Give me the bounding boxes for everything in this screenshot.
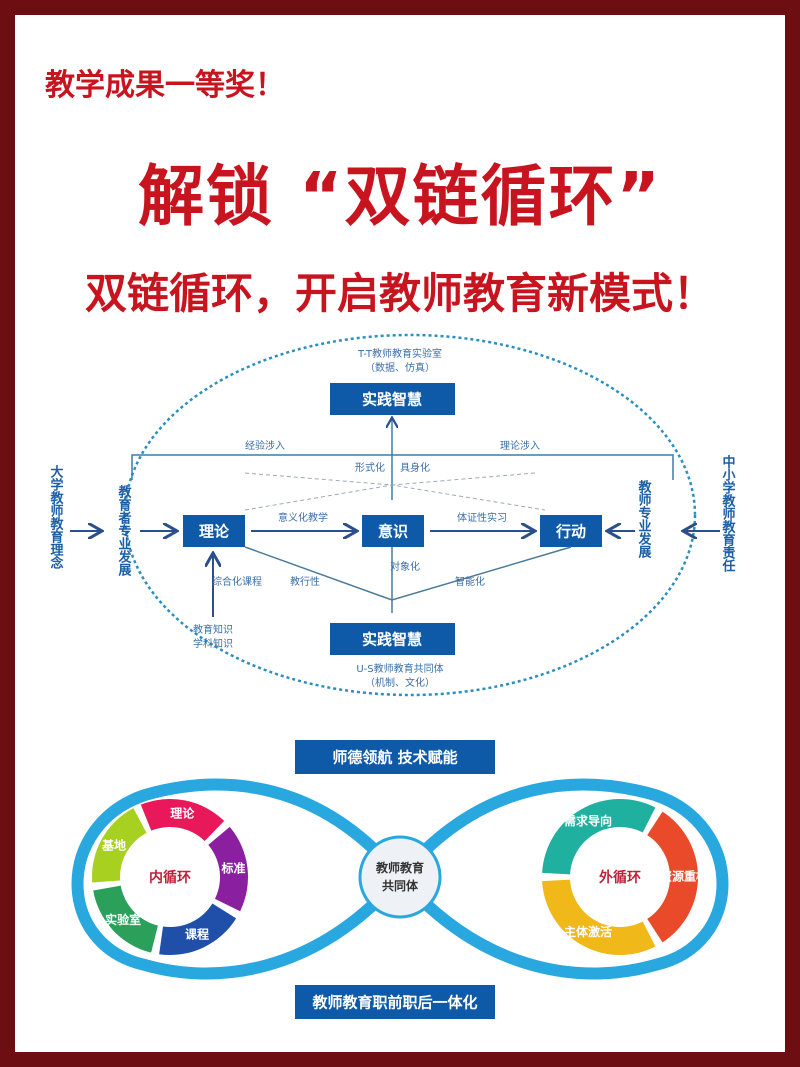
right-side-label: 教师专业发展	[636, 479, 653, 559]
far-right-label: 中小学教师教育责任	[720, 454, 737, 573]
cycle-segment-label: 理论	[170, 806, 195, 821]
top-box-label: 实践智慧	[362, 391, 422, 409]
action-box	[540, 515, 602, 547]
top-box	[330, 383, 455, 415]
cycle-segment-label: 实验室	[105, 912, 141, 927]
bottom-banner-label: 教师教育职前职后一体化	[311, 994, 477, 1012]
cycle-segment	[140, 799, 225, 842]
subtitle: 双链循环，开启教师教育新模式！	[84, 269, 715, 318]
diag-mid-label: 对象化	[390, 560, 420, 573]
cycle-segment-label: 标准	[221, 861, 246, 876]
label-label: 外循环	[599, 869, 641, 886]
cycle-segment-label: 主体激活	[564, 924, 612, 939]
theory-box	[183, 515, 245, 547]
awareness-label: 意识	[378, 523, 408, 541]
headline: 解锁 “双链循环”	[138, 158, 662, 235]
top-banner-label: 师德领航 技术赋能	[332, 749, 457, 767]
1-label: 共同体	[382, 878, 419, 893]
action-label: 行动	[555, 523, 586, 541]
0-label: 教师教育	[375, 860, 424, 875]
poster-frame: 教学成果一等奖！ 解锁 “双链循环” 双链循环，开启教师教育新模式！ T-T教师…	[15, 15, 785, 1052]
cycle-segment	[542, 798, 656, 875]
knowledge-arrow-label: 综合化课程	[212, 575, 262, 588]
diag-right-label: 智能化	[455, 575, 485, 588]
dotted-ellipse	[123, 333, 697, 697]
bottom-caption-sub-label: （机制、文化）	[365, 676, 435, 689]
diag-left-label: 教行性	[290, 575, 320, 588]
awareness-box	[362, 515, 424, 547]
theory-label: 理论	[199, 523, 230, 541]
cycle-segment	[542, 879, 656, 955]
left-in-label: 经验涉入	[245, 439, 285, 452]
knowledge-2-label: 学科知识	[193, 637, 233, 650]
cycle-segment	[93, 885, 158, 953]
cycle-segment-label: 基地	[101, 837, 126, 852]
center-circle	[358, 835, 442, 919]
bottom-box-label: 实践智慧	[362, 631, 422, 649]
top-caption-sub: （数据、仿真）	[365, 361, 435, 374]
cycle-segment-label: 课程	[185, 927, 209, 942]
cycle-segment	[159, 903, 237, 955]
label-label: 内循环	[149, 869, 191, 886]
left-side-label: 教育者专业发展	[116, 484, 133, 577]
top-caption: T-T教师教育实验室	[357, 347, 442, 360]
cycle-segment-label: 需求导向	[564, 813, 612, 828]
diagrams: T-T教师教育实验室 （数据、仿真） 实践智慧 经验涉入 理论涉入 形式化 具身…	[48, 333, 737, 1019]
bottom-box	[330, 623, 455, 655]
far-left-label: 大学教师教育理念	[48, 464, 65, 570]
cycle-segment-label: 资源重构	[660, 869, 708, 884]
right-in-label: 理论涉入	[500, 439, 540, 452]
knowledge-1-label: 教育知识	[193, 623, 233, 636]
top-banner	[295, 740, 495, 774]
bottom-caption-label: U-S教师教育共同体	[356, 662, 443, 675]
link-right-label: 体证性实习	[457, 511, 507, 524]
diagram-upper: T-T教师教育实验室 （数据、仿真） 实践智慧 经验涉入 理论涉入 形式化 具身…	[48, 333, 737, 697]
link-left-label: 意义化教学	[278, 511, 328, 524]
embodied-label: 具身化	[400, 461, 430, 474]
bottom-banner	[295, 985, 495, 1019]
cycle-segment	[91, 808, 147, 883]
formal-label: 形式化	[355, 461, 385, 474]
cycle-segment	[208, 826, 249, 912]
award-text: 教学成果一等奖！	[45, 68, 285, 103]
cycle-segment	[647, 811, 699, 943]
